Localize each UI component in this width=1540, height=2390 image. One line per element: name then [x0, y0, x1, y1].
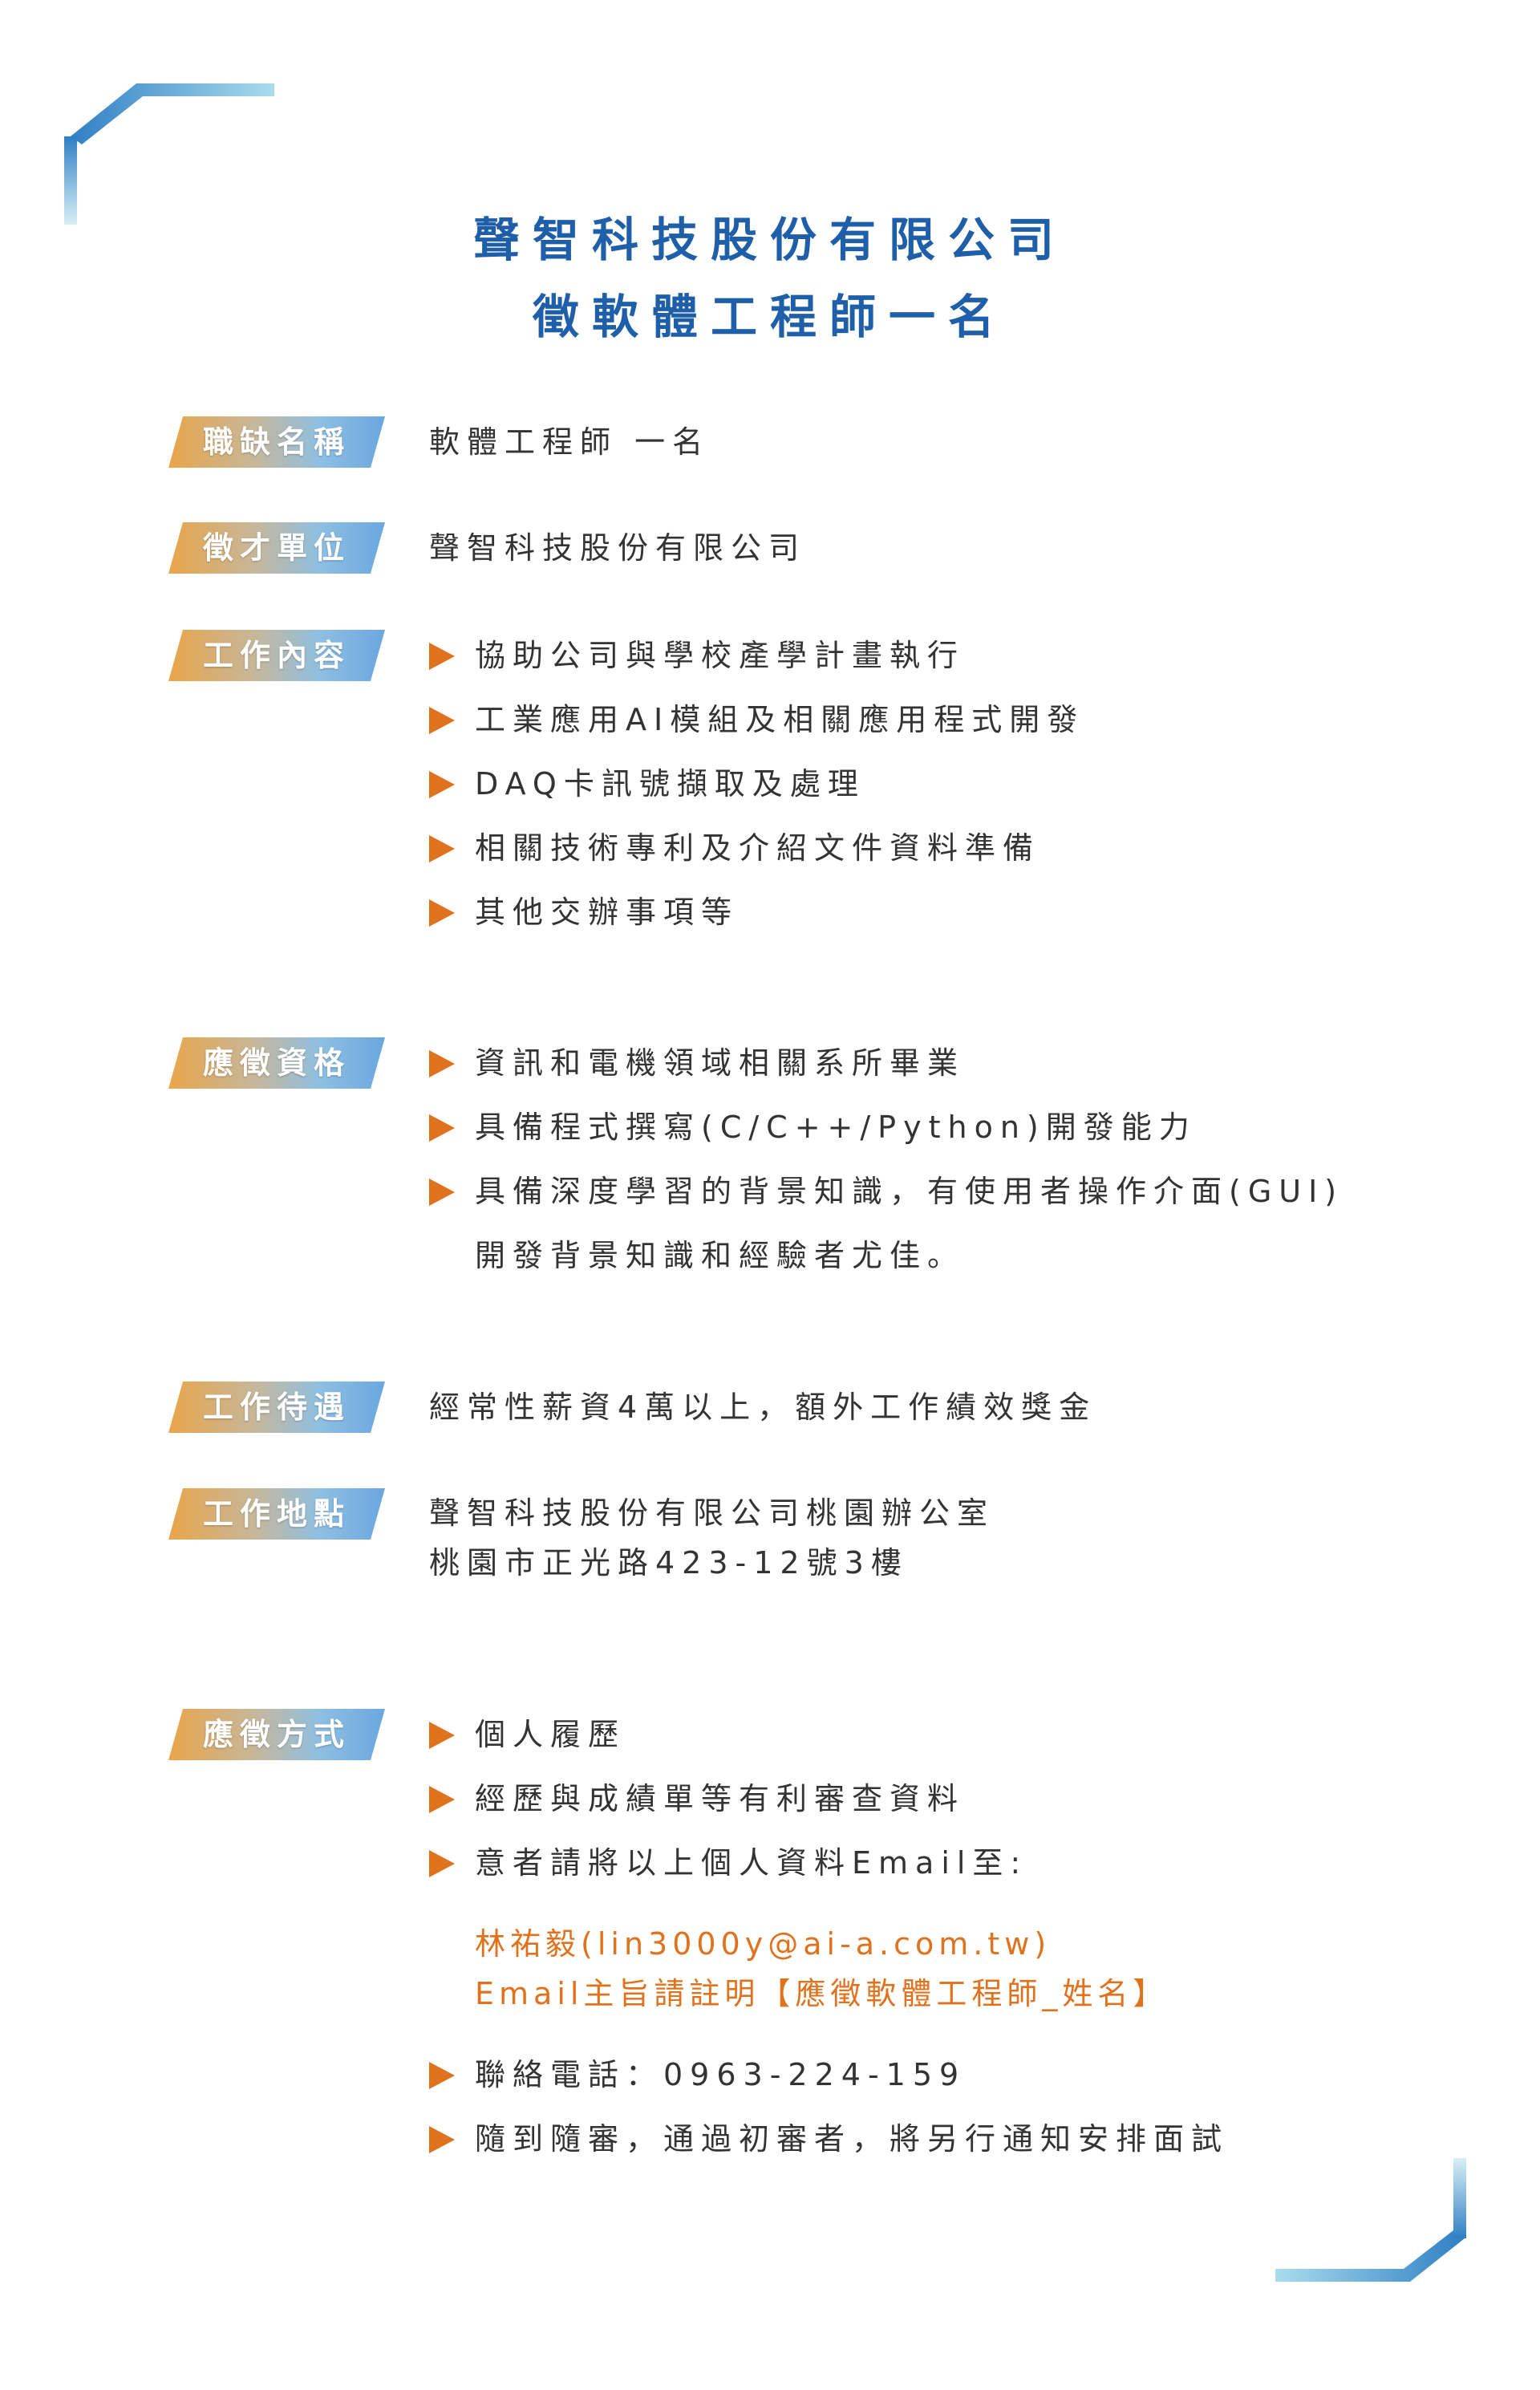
- contact-person-email[interactable]: 林祐毅(lin3000y@ai-a.com.tw): [475, 1926, 1052, 1962]
- list-item: 具備程式撰寫(C/C++/Python)開發能力: [429, 1102, 1343, 1166]
- triangle-bullet-icon: [429, 2062, 455, 2089]
- triangle-bullet-icon: [429, 771, 455, 798]
- list-item: 個人履歷: [429, 1709, 1027, 1773]
- contact-phone: 聯絡電話：0963-224-159: [475, 2057, 967, 2092]
- triangle-bullet-icon: [429, 1850, 455, 1877]
- label-location: 工作地點: [168, 1488, 385, 1540]
- apply-list: 個人履歷 經歷與成績單等有利審查資料 意者請將以上個人資料Email至:: [429, 1709, 1027, 1901]
- email-subject-note: Email主旨請註明【應徵軟體工程師_姓名】: [475, 1976, 1169, 2011]
- corner-decoration-bottom-right: [1275, 2158, 1466, 2282]
- job-headline: 徵軟體工程師一名: [532, 290, 1007, 344]
- list-item: 工業應用AI模組及相關應用程式開發: [429, 694, 1084, 758]
- triangle-bullet-icon: [429, 1114, 455, 1142]
- list-item: 資訊和電機領域相關系所畢業: [429, 1037, 1343, 1102]
- location-line-1: 聲智科技股份有限公司桃園辦公室: [429, 1495, 995, 1531]
- employer-value: 聲智科技股份有限公司: [429, 530, 807, 566]
- triangle-bullet-icon: [429, 707, 455, 734]
- qualifications-list: 資訊和電機領域相關系所畢業 具備程式撰寫(C/C++/Python)開發能力 具…: [429, 1037, 1343, 1230]
- list-item: 聯絡電話：0963-224-159: [429, 2049, 1229, 2113]
- apply-list-2: 聯絡電話：0963-224-159 隨到隨審，通過初審者，將另行通知安排面試: [429, 2049, 1229, 2177]
- location-line-2: 桃園市正光路423-12號3樓: [429, 1545, 909, 1580]
- duties-list: 協助公司與學校產學計畫執行 工業應用AI模組及相關應用程式開發 DAQ卡訊號擷取…: [429, 630, 1084, 951]
- label-benefits: 工作待遇: [168, 1382, 385, 1433]
- label-duties: 工作內容: [168, 630, 385, 681]
- list-item: 協助公司與學校產學計畫執行: [429, 630, 1084, 694]
- label-job-title: 職缺名稱: [168, 416, 385, 468]
- benefits-value: 經常性薪資4萬以上，額外工作績效獎金: [429, 1390, 1097, 1425]
- list-item: 經歷與成績單等有利審查資料: [429, 1773, 1027, 1837]
- triangle-bullet-icon: [429, 1786, 455, 1813]
- list-item: 相關技術專利及介紹文件資料準備: [429, 822, 1084, 887]
- list-item: 具備深度學習的背景知識，有使用者操作介面(GUI): [429, 1166, 1343, 1230]
- corner-decoration-top-left: [64, 83, 274, 225]
- triangle-bullet-icon: [429, 835, 455, 862]
- location-value: 聲智科技股份有限公司桃園辦公室 桃園市正光路423-12號3樓: [429, 1488, 995, 1588]
- company-title: 聲智科技股份有限公司: [472, 213, 1067, 267]
- label-qualifications: 應徵資格: [168, 1037, 385, 1089]
- triangle-bullet-icon: [429, 1179, 455, 1206]
- triangle-bullet-icon: [429, 1722, 455, 1749]
- list-item: DAQ卡訊號擷取及處理: [429, 758, 1084, 822]
- triangle-bullet-icon: [429, 2126, 455, 2153]
- qualification-continuation: 開發背景知識和經驗者尤佳。: [475, 1238, 966, 1273]
- triangle-bullet-icon: [429, 1050, 455, 1077]
- triangle-bullet-icon: [429, 899, 455, 927]
- list-item: 隨到隨審，通過初審者，將另行通知安排面試: [429, 2113, 1229, 2177]
- label-apply: 應徵方式: [168, 1709, 385, 1760]
- label-employer: 徵才單位: [168, 522, 385, 574]
- list-item: 其他交辦事項等: [429, 887, 1084, 951]
- job-title-value: 軟體工程師 一名: [429, 424, 711, 460]
- list-item: 意者請將以上個人資料Email至:: [429, 1837, 1027, 1901]
- triangle-bullet-icon: [429, 643, 455, 670]
